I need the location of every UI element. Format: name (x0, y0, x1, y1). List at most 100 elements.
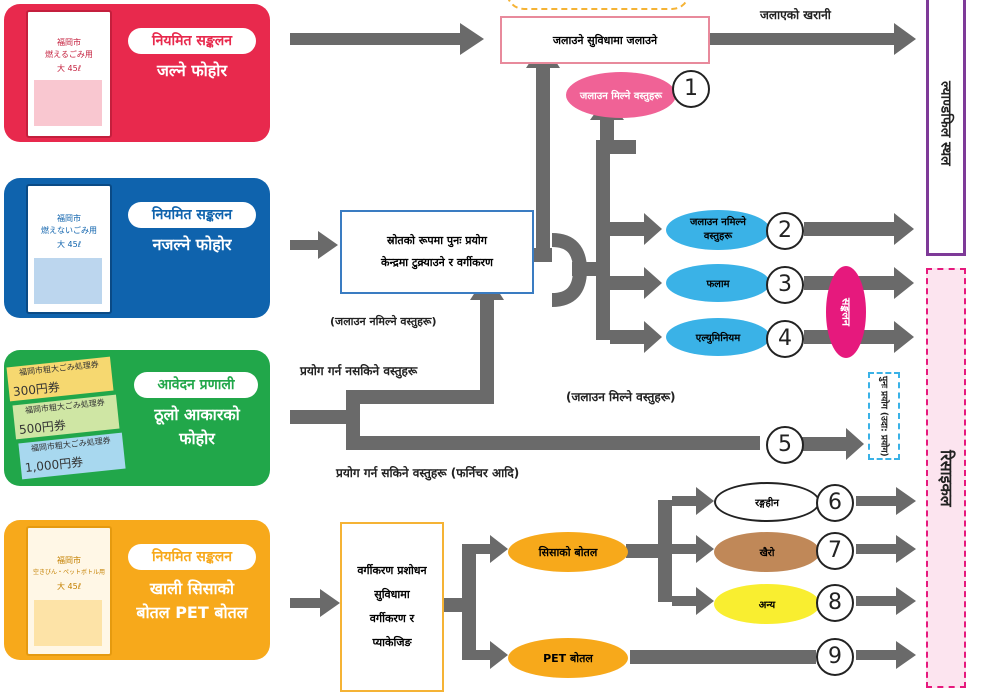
item-8-other: अन्य (714, 584, 820, 624)
bag-size: 大 45ℓ (56, 240, 82, 249)
bag-panel (34, 258, 102, 304)
item-2-label-line2: वस्तुहरू (703, 231, 733, 242)
recycle-center-line2: केन्द्रमा टुक्र्याउने र वर्गीकरण (381, 256, 493, 269)
pet-line (630, 650, 816, 664)
ticket-header: 福岡市粗大ごみ処理券 (18, 359, 100, 378)
recycle-center-line1: स्रोतको रूपमा पुनः प्रयोग (387, 234, 487, 247)
to-7 (672, 535, 714, 563)
pet-bottle-node: PET बोतल (508, 638, 628, 678)
to-glass (462, 535, 508, 563)
sorting-facility: वर्गीकरण प्रशोधन सुविधामा वर्गीकरण र प्य… (340, 522, 444, 692)
glass-bottle-node: सिसाको बोतल (508, 532, 628, 572)
nonburnable-tag: नियमित सङ्कलन (128, 202, 256, 228)
item-2-noncombustible: जलाउन नमिल्ने वस्तुहरू (666, 210, 770, 250)
noncombustible-up-label: (जलाउन नमिल्ने वस्तुहरू) (330, 315, 437, 328)
unusable-label: प्रयोग गर्न नसकिने वस्तुहरू (300, 364, 418, 378)
ticket-header: 福岡市粗大ごみ処理券 (30, 435, 112, 454)
item-9-number: 9 (816, 638, 854, 676)
ticket-1000-label: 1,000円券 (24, 454, 84, 475)
landfill-box: ल्याण्डफिल स्थल (926, 0, 966, 256)
bottles-title-line2: बोतल PET बोतल (136, 603, 248, 622)
arrow-bottles (290, 589, 340, 617)
item-7-brown: खैरो (714, 532, 820, 572)
arrow-8 (856, 587, 916, 615)
usable-branch (346, 404, 760, 450)
card-oversized: 福岡市粗大ごみ処理券 300円券 福岡市粗大ごみ処理券 500円券 福岡市粗大ご… (4, 350, 270, 486)
oversized-tag: आवेदन प्रणाली (134, 372, 258, 398)
card-nonburnable: 福岡市 燃えないごみ用 大 45ℓ नियमित सङ्कलन नजल्ने फ… (4, 178, 270, 318)
glass-out (626, 544, 666, 558)
card-bottles: 福岡市 空きびん・ペットボトル用 大 45ℓ नियमित सङ्कलन खाल… (4, 520, 270, 660)
nonburnable-bag-image: 福岡市 燃えないごみ用 大 45ℓ (26, 184, 112, 314)
item-7-number: 7 (816, 532, 854, 570)
item-3-iron: फलाम (666, 264, 770, 302)
bag-type: 燃えるごみ用 (45, 50, 93, 59)
oversized-title-line1: ठूलो आकारको (154, 405, 240, 424)
recycle-spine (596, 140, 610, 340)
bottles-bag-image: 福岡市 空きびん・ペットボトル用 大 45ℓ (26, 526, 112, 656)
bag-size: 大 45ℓ (56, 582, 82, 591)
sorting-line1: वर्गीकरण प्रशोधन (357, 564, 427, 577)
burnable-tag: नियमित सङ्कलन (128, 28, 256, 54)
to-pet (462, 641, 508, 669)
arrow-5 (800, 428, 864, 460)
arrow-2 (804, 213, 914, 245)
recycle-out (532, 248, 552, 262)
bottles-title-line1: खाली सिसाको (149, 579, 235, 598)
recycle-spine2 (572, 262, 600, 276)
arrow-ash (710, 23, 916, 55)
bottles-tag: नियमित सङ्कलन (128, 544, 256, 570)
item-5-number: 5 (766, 426, 804, 464)
recycling-label: रिसाइकल (937, 449, 956, 507)
item-8-number: 8 (816, 584, 854, 622)
bag-size: 大 45ℓ (56, 64, 82, 73)
bag-panel (34, 80, 102, 126)
reuse-label: पुनः प्रयोग (उदा: प्रयोग) (878, 375, 889, 457)
bag-type: 空きびん・ペットボトル用 (32, 569, 105, 576)
nonburnable-title: नजल्ने फोहोर (152, 235, 232, 254)
arrow-nonburnable (290, 231, 338, 259)
arrow-6 (856, 487, 916, 515)
branch-4 (610, 321, 662, 353)
item-4-number: 4 (766, 320, 804, 358)
item-3-number: 3 (766, 266, 804, 304)
bag-city: 福岡市 (57, 556, 81, 565)
ash-label: जलाएको खरानी (760, 8, 831, 22)
branch-2 (610, 213, 662, 245)
ticket-300: 福岡市粗大ごみ処理券 300円券 (6, 356, 114, 402)
item-2-label-line1: जलाउन नमिल्ने (690, 217, 746, 228)
oversized-trunk (290, 390, 360, 424)
branch-3 (610, 267, 662, 299)
bag-panel (34, 600, 102, 646)
arrow-7 (856, 535, 916, 563)
ticket-1000: 福岡市粗大ごみ処理券 1,000円券 (18, 432, 126, 480)
sorting-line3: वर्गीकरण र (369, 612, 415, 625)
item-2-number: 2 (766, 212, 804, 250)
ticket-300-label: 300円券 (12, 380, 61, 399)
reuse-box: पुनः प्रयोग (उदा: प्रयोग) (868, 372, 900, 460)
branch-1b (596, 140, 636, 154)
top-dashed-fragment (506, 0, 690, 10)
unusable-branch (346, 390, 494, 404)
big-riser (526, 42, 560, 248)
usable-label: प्रयोग गर्न सकिने वस्तुहरू (फर्निचर आदि) (336, 466, 520, 480)
burnable-title: जल्ने फोहोर (157, 61, 227, 80)
oversized-title-line2: फोहोर (179, 429, 215, 448)
item-1-combustible: जलाउन मिल्ने वस्तुहरू (566, 72, 676, 118)
item-6-colorless: रङ्गहीन (714, 482, 820, 522)
ticket-500: 福岡市粗大ごみ処理券 500円券 (12, 394, 120, 440)
item-1-number: 1 (672, 70, 710, 108)
sorting-line4: प्याकेजिङ (372, 636, 412, 649)
combustible-label: (जलाउन मिल्ने वस्तुहरू) (566, 390, 676, 404)
arrow-9 (856, 641, 916, 669)
bag-type: 燃えないごみ用 (41, 226, 97, 235)
collection-label: सङ्कलन (839, 298, 853, 326)
burnable-bag-image: 福岡市 燃えるごみ用 大 45ℓ (26, 10, 112, 138)
item-4-aluminium: एल्युमिनियम (666, 318, 770, 356)
collection-oval: सङ्कलन (826, 266, 866, 358)
bag-city: 福岡市 (57, 38, 81, 47)
to-6 (672, 487, 714, 515)
oversized-up (470, 274, 504, 400)
item-6-number: 6 (816, 484, 854, 522)
